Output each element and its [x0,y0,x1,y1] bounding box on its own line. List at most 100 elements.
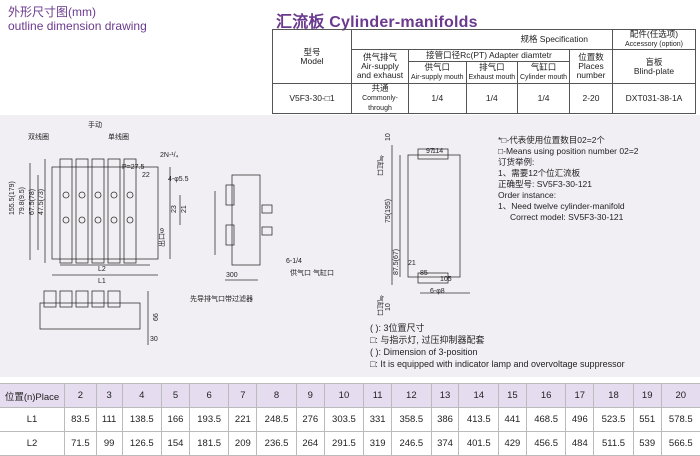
label-l1: L1 [98,278,106,285]
l2-row-cell: 401.5 [458,431,499,456]
label-mid-port: 供气口 气缸口 [290,268,334,277]
l1-row-cell: 441 [498,407,527,432]
label-single-coil: 单线圈 [108,132,129,141]
model-cn: 型号 [303,46,321,57]
l2-row-cell: 484 [565,431,594,456]
l2-row-cell: 154 [161,431,190,456]
label-r-b: 75(195) [385,199,392,223]
manifold-top-view [29,158,181,276]
places-row-cell: 13 [430,383,459,408]
label-mid-d1: 6-1/4 [286,258,302,265]
port-cn: 接管口径Rc(PT) [426,50,488,60]
label-r-d: 21 [408,260,416,267]
header-title-cn: 外形尺寸图(mm) [8,5,96,19]
manifold-side-view [39,290,149,345]
l2-row-cell: 456.5 [525,431,566,456]
label-d4: 47.5(73) [38,189,45,215]
l2-row-cell: 126.5 [121,431,162,456]
l1-row-cell: 578.5 [660,407,700,432]
l1-row-cell: 193.5 [188,407,229,432]
l1-row-cell: 331 [363,407,392,432]
blind-cn: 盲板 [645,56,663,67]
acc-en: Accessory (option) [625,41,683,48]
label-r-lbl: 气缸口 [376,155,385,176]
places-row-label: 位置(n)Place [0,383,65,408]
places-row-cell: 8 [256,383,297,408]
row-ex: 1/4 [465,83,519,114]
l2-row-label: L2 [0,431,65,456]
places-row-cell: 19 [632,383,662,408]
label-r-e: 85 [420,270,428,277]
l2-row-cell: 71.5 [64,431,97,456]
spec-title: 汇流板 Cylinder-manifolds [276,14,478,31]
l1-row-cell: 523.5 [593,407,634,432]
spec-header: 规格 Specification [351,29,613,50]
note-1: *□-代表使用位置数目02=2个 [498,135,605,145]
order-notes: *□-代表使用位置数目02=2个 □-Means using position … [498,135,639,223]
row-exh-cn: 共通 [371,83,389,93]
label-r-f: 105 [440,276,452,283]
places-row-cell: 18 [593,383,634,408]
label-l2: L2 [98,266,106,273]
l2-row-cell: 291.5 [323,431,364,456]
l2-row-cell: 236.5 [256,431,297,456]
exhaust-mouth-en: Exhaust mouth [468,74,516,81]
blind-en: Blind-plate [633,65,675,76]
legend-4: □: It is equipped with indicator lamp an… [370,359,625,369]
label-bolt: 4-φ5.5 [168,176,189,183]
label-p2: 22 [142,172,150,179]
label-d6: 23 [171,205,178,213]
l1-row-cell: 496 [565,407,594,432]
exhaust-cn: 供气排气 [362,52,397,62]
label-h2: 30 [150,336,158,343]
cyl-cn: 气缸口 [530,62,557,72]
places-row-cell: 17 [565,383,594,408]
note-2: □-Means using position number 02=2 [498,146,639,156]
label-manual: 手动 [88,120,102,129]
l1-row-cell: 276 [295,407,325,432]
exhaust-en: Air-supply and exhaust [356,61,404,80]
legend-1: ( ): 3位置尺寸 [370,323,425,333]
drawing-svg: 手动 双线圈 单线圈 P=27.5 22 2N-¹/₄ 4-φ5.5 155.5… [9,120,470,345]
note-7: 1、Need twelve cylinder-manifold [498,201,625,211]
row-air: 1/4 [408,83,467,114]
l1-row-cell: 166 [161,407,190,432]
places-row-cell: 11 [363,383,392,408]
l1-row-label: L1 [0,407,65,432]
port-en: Adapter diamtetr [488,50,552,60]
label-r-g: 6-φ8 [430,288,445,295]
places-row-cell: 9 [295,383,325,408]
label-d3: 67.5(78) [29,189,36,215]
air-supply-cn: 供气口 [424,62,451,72]
places-en: Places number [576,61,606,80]
l2-row-cell: 539 [632,431,662,456]
note-4: 1、需要12个位汇流板 [498,168,581,178]
l1-row-cell: 468.5 [525,407,566,432]
places-cn: 位置数 [578,52,604,62]
manifold-mid-view [214,174,273,281]
l1-row-cell: 386 [430,407,459,432]
label-r-top2: 114 [432,148,443,155]
label-r-lbl2: 气缸口 [376,295,385,316]
label-d5: 9 [160,228,164,235]
technical-drawing: 手动 双线圈 单线圈 P=27.5 22 2N-¹/₄ 4-φ5.5 155.5… [0,115,700,377]
note-3: 订货举例: [498,157,535,167]
places-row-cell: 6 [188,383,229,408]
l2-row-cell: 429 [498,431,527,456]
places-row-cell: 12 [391,383,432,408]
l2-row-cell: 181.5 [188,431,229,456]
model-en: Model [300,55,324,66]
places-row-cell: 16 [525,383,566,408]
l1-row-cell: 551 [632,407,662,432]
label-mid-d2: 300 [226,272,238,279]
places-row-cell: 5 [161,383,190,408]
note-6: Order instance: [498,190,557,200]
places-row-cell: 3 [95,383,122,408]
header-title-en: outline dimension drawing [8,19,147,33]
legend-2: □: 与指示灯, 过压抑制器配套 [370,335,485,345]
label-d7: 21 [181,205,188,213]
